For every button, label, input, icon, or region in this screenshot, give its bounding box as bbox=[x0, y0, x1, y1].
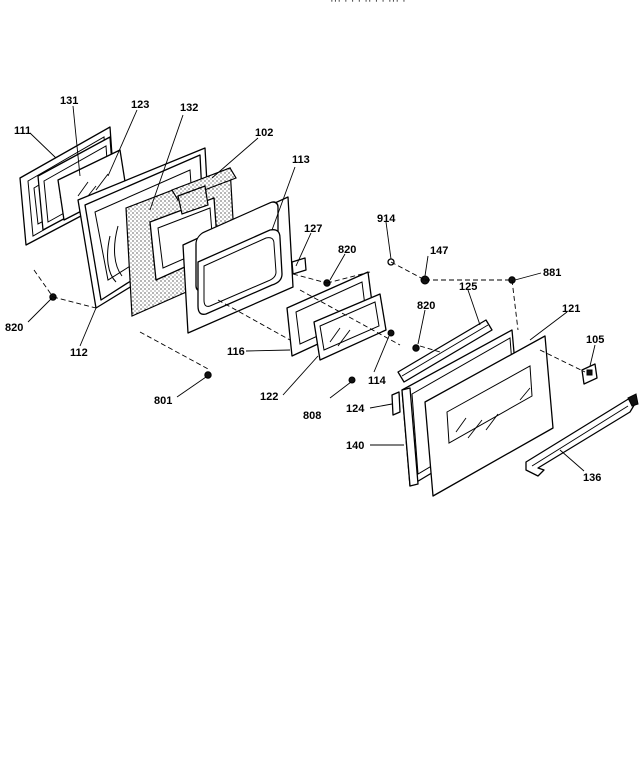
callout-820-b: 820 bbox=[417, 300, 435, 312]
screw-808 bbox=[348, 376, 356, 384]
callout-123: 123 bbox=[131, 99, 149, 111]
screw-114 bbox=[387, 329, 395, 337]
screw-801 bbox=[204, 371, 212, 379]
callout-125: 125 bbox=[459, 281, 477, 293]
callout-105: 105 bbox=[586, 334, 604, 346]
callout-102: 102 bbox=[255, 127, 273, 139]
callout-113: 113 bbox=[292, 154, 310, 166]
callout-114: 114 bbox=[368, 375, 387, 387]
leader-lines bbox=[27, 105, 596, 472]
alignment-lines bbox=[33, 261, 586, 373]
callout-881: 881 bbox=[543, 267, 561, 279]
callout-820-a: 820 bbox=[338, 244, 356, 256]
part-123-glass-panel bbox=[57, 149, 127, 221]
callout-124: 124 bbox=[346, 403, 365, 415]
callout-112: 112 bbox=[70, 347, 88, 359]
callout-127: 127 bbox=[304, 223, 322, 235]
part-113-inner-door-panel bbox=[182, 196, 294, 334]
callout-121: 121 bbox=[562, 303, 580, 315]
screw-820-right bbox=[412, 344, 420, 352]
header-fragment: ··· · · · ·· · · ··· · bbox=[330, 0, 406, 7]
part-127-bracket bbox=[291, 257, 307, 275]
callout-820-c: 820 bbox=[5, 322, 23, 334]
part-105-bracket bbox=[581, 363, 598, 385]
callout-140: 140 bbox=[346, 440, 364, 452]
part-136-door-handle bbox=[525, 393, 639, 477]
callout-147: 147 bbox=[430, 245, 448, 257]
callout-116: 116 bbox=[227, 346, 245, 358]
part-125-vent-strip bbox=[397, 319, 493, 383]
callout-801: 801 bbox=[154, 395, 172, 407]
callout-136: 136 bbox=[583, 472, 601, 484]
callout-122: 122 bbox=[260, 391, 278, 403]
callout-914: 914 bbox=[377, 213, 396, 225]
callout-111: 111 bbox=[14, 125, 31, 137]
part-122-glass-panel bbox=[313, 293, 387, 361]
callout-131: 131 bbox=[60, 95, 78, 107]
part-121-outer-glass-panel bbox=[424, 335, 554, 497]
callout-132: 132 bbox=[180, 102, 198, 114]
callout-labels: 131 123 132 111 102 113 127 914 820 147 … bbox=[5, 95, 604, 484]
part-124-clip bbox=[391, 391, 401, 416]
callout-808: 808 bbox=[303, 410, 321, 422]
